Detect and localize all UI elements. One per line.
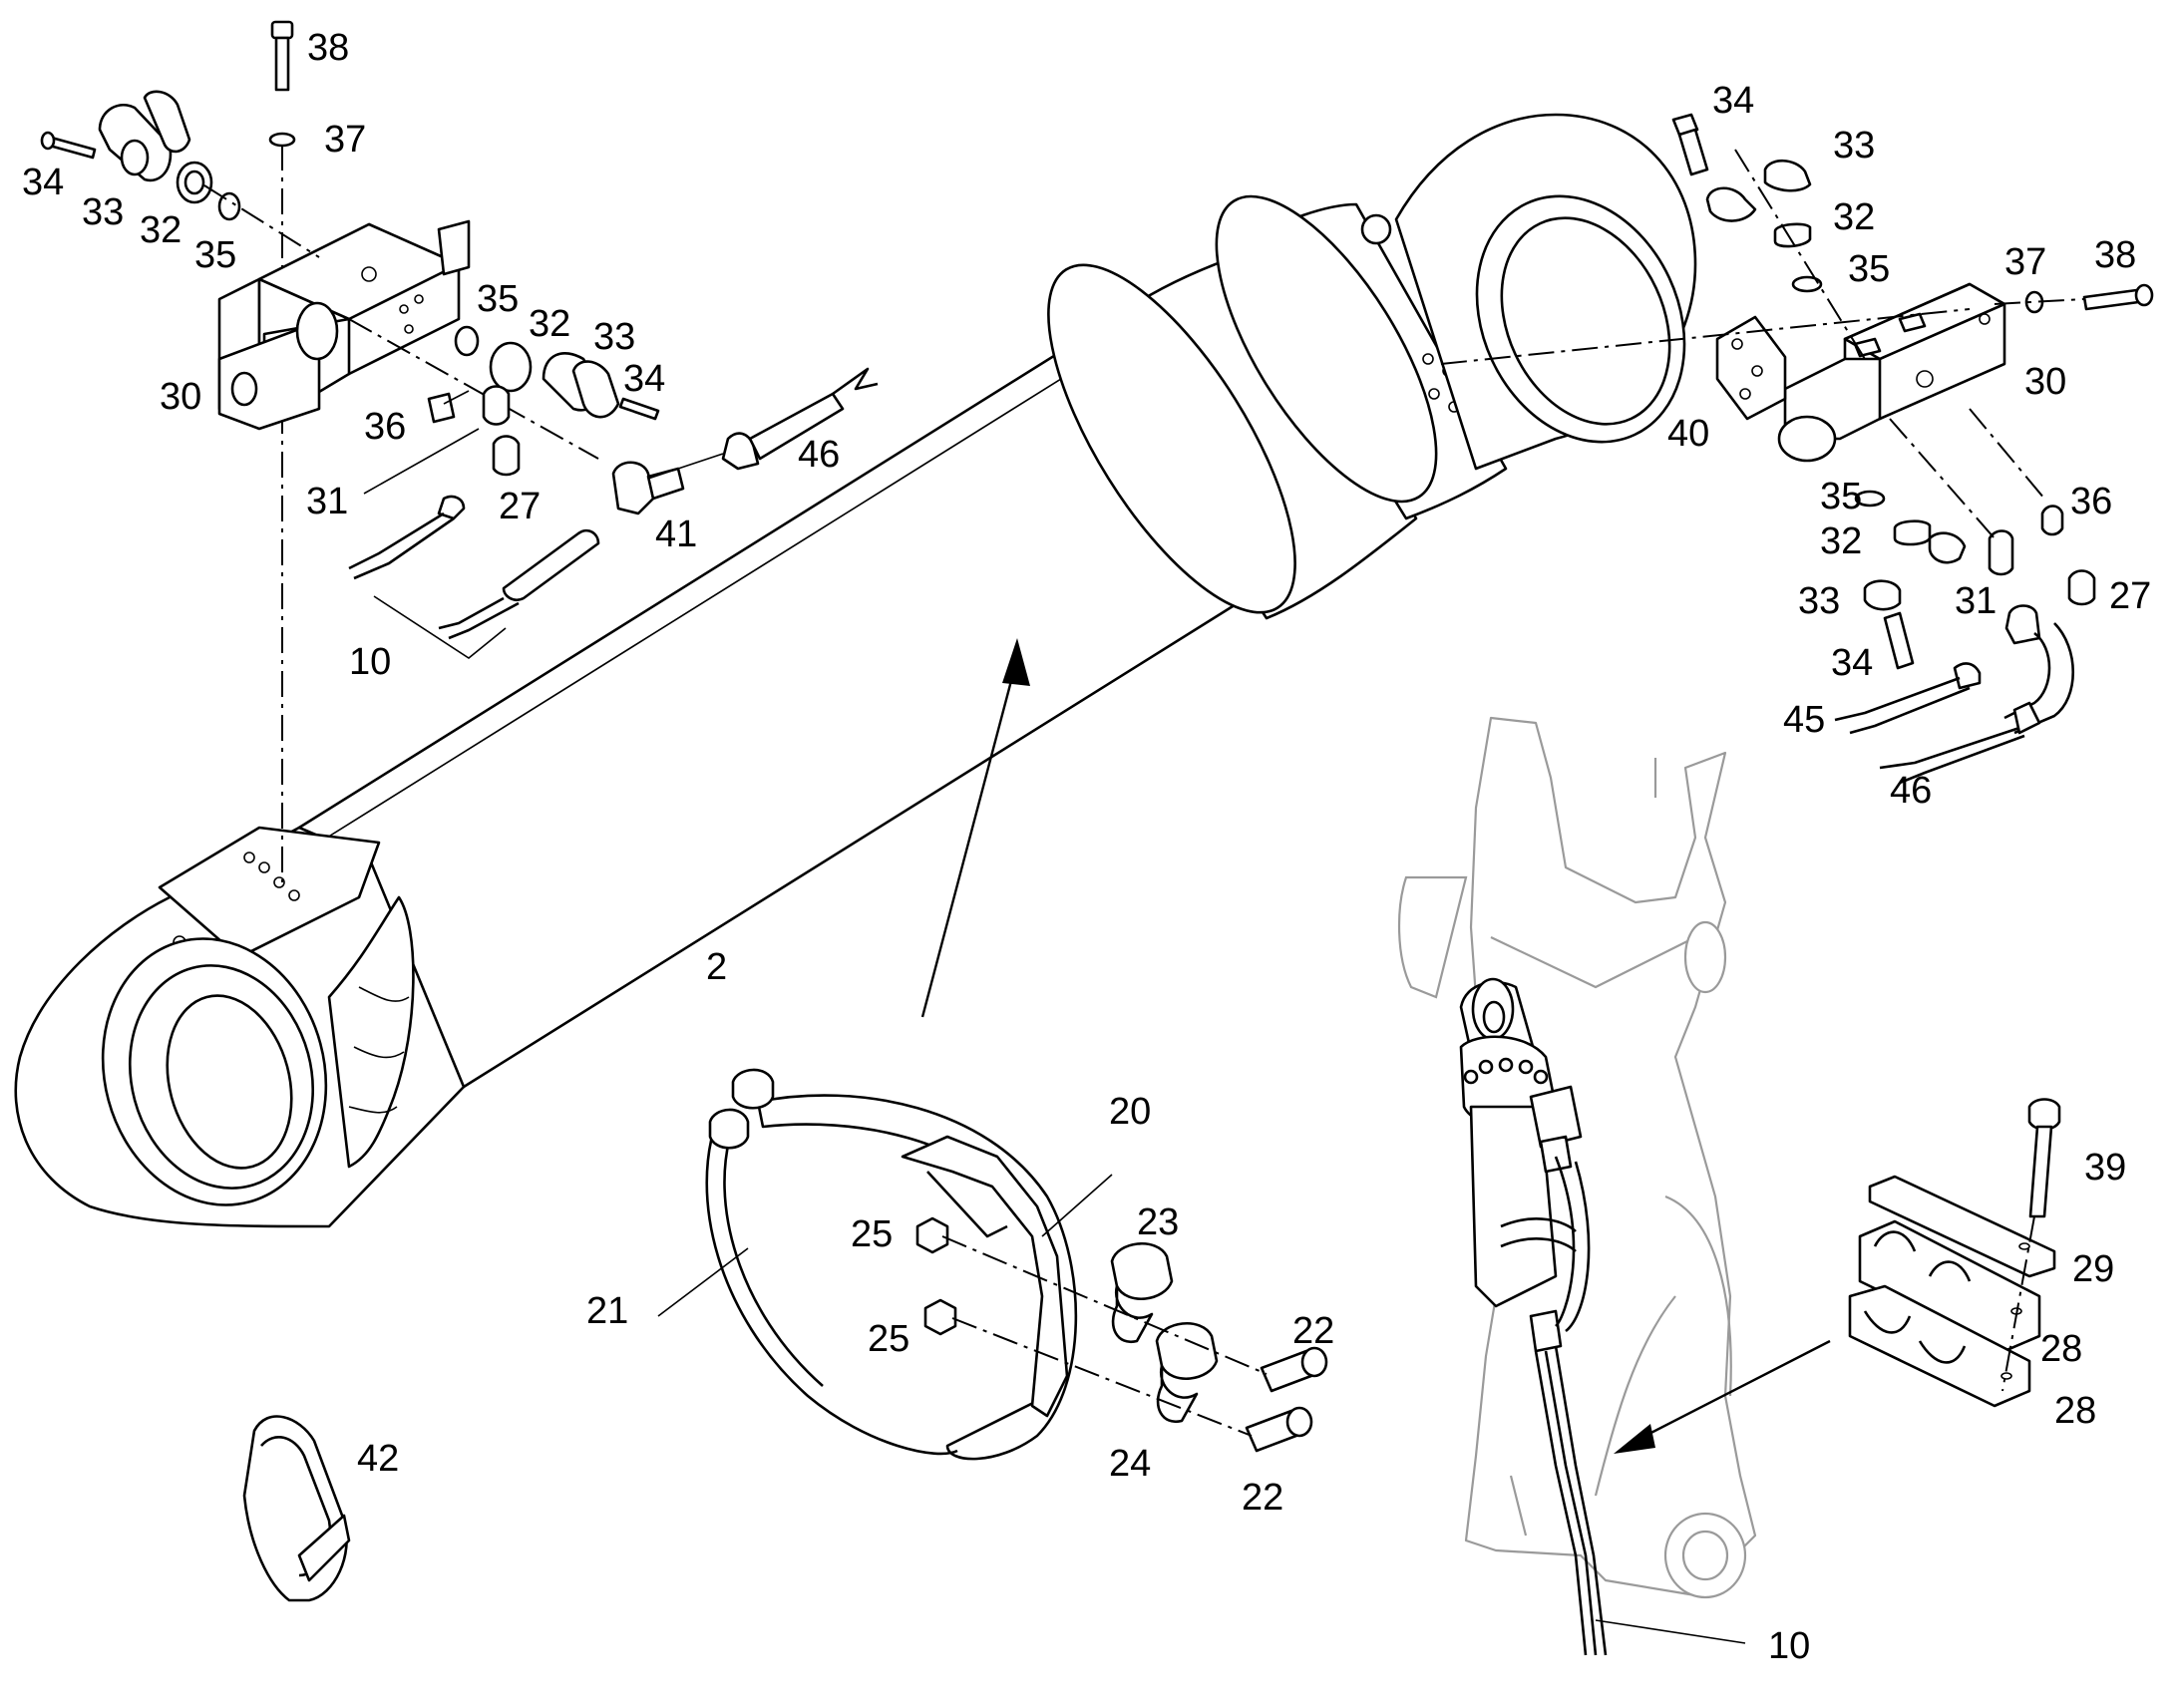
callout-35-right-bottom: 35 — [1820, 476, 1862, 517]
callout-42: 42 — [357, 1438, 399, 1480]
callout-22-bottom: 22 — [1242, 1477, 1283, 1519]
callout-25-bottom: 25 — [868, 1318, 909, 1360]
callout-46-right: 46 — [1890, 770, 1932, 812]
callout-35-right-top: 35 — [1848, 248, 1890, 290]
callout-35-left-mid: 35 — [477, 278, 519, 320]
right-valve-block — [1440, 113, 2154, 785]
callout-27-right: 27 — [2109, 575, 2151, 617]
left-valve-block — [40, 20, 879, 659]
callout-34-right-top: 34 — [1712, 80, 1754, 122]
callout-33-left-top: 33 — [82, 191, 124, 233]
callout-38-left: 38 — [307, 27, 349, 69]
callout-10-right: 10 — [1768, 1625, 1810, 1667]
callout-labels: 2 10 10 20 21 22 22 23 24 25 25 27 27 28… — [22, 27, 2151, 1667]
arrow-clamp-to-cylinder — [920, 638, 1030, 1018]
callout-41: 41 — [655, 513, 697, 555]
callout-31-left: 31 — [306, 481, 348, 522]
callout-33-left-mid: 33 — [593, 316, 635, 358]
callout-35-left-top: 35 — [194, 234, 236, 276]
callout-32-right-top: 32 — [1833, 196, 1875, 238]
callout-30-left: 30 — [160, 376, 201, 418]
callout-36-right: 36 — [2070, 481, 2112, 522]
callout-21: 21 — [586, 1290, 628, 1332]
loop-42 — [242, 1415, 351, 1602]
callout-32-right-bottom: 32 — [1820, 520, 1862, 562]
callout-10-left: 10 — [349, 641, 391, 683]
callout-29: 29 — [2072, 1248, 2114, 1290]
hydraulic-cylinder — [14, 113, 1697, 1228]
hose-clamp-assembly — [657, 1068, 1328, 1461]
callout-34-left-mid: 34 — [623, 358, 665, 400]
callout-37-left: 37 — [324, 119, 366, 161]
callout-30-right: 30 — [2024, 361, 2066, 403]
callout-23: 23 — [1137, 1201, 1179, 1243]
callout-31-right: 31 — [1955, 580, 1997, 622]
callout-28-top: 28 — [2040, 1328, 2082, 1370]
callout-28-bottom: 28 — [2054, 1390, 2096, 1432]
callout-22-top: 22 — [1292, 1310, 1334, 1352]
callout-32-left-mid: 32 — [529, 303, 570, 345]
callout-37-right: 37 — [2004, 241, 2046, 283]
callout-20: 20 — [1109, 1091, 1151, 1133]
boom-context-view — [1397, 716, 1831, 1656]
callout-32-left-top: 32 — [140, 209, 182, 251]
callout-36-left: 36 — [364, 406, 406, 448]
callout-24: 24 — [1109, 1443, 1151, 1485]
callout-45: 45 — [1783, 699, 1825, 741]
callout-38-right: 38 — [2094, 234, 2136, 276]
callout-27-left: 27 — [499, 486, 541, 527]
callout-46-left: 46 — [798, 434, 840, 476]
callout-25-top: 25 — [851, 1213, 893, 1255]
callout-33-right-top: 33 — [1833, 125, 1875, 167]
pipe-clamp — [1848, 1098, 2061, 1408]
callout-33-right-bottom: 33 — [1798, 580, 1840, 622]
callout-34-left-top: 34 — [22, 162, 64, 203]
callout-40: 40 — [1667, 413, 1709, 455]
callout-34-right-bottom: 34 — [1831, 642, 1873, 684]
callout-39: 39 — [2084, 1147, 2126, 1189]
callout-2: 2 — [706, 946, 727, 988]
